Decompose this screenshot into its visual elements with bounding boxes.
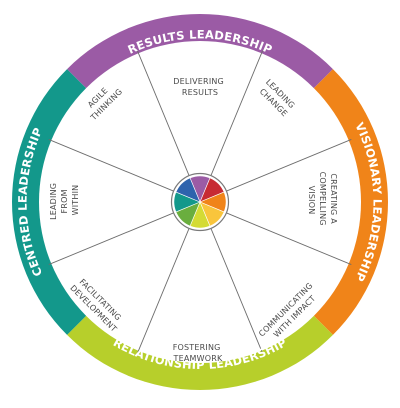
segment-label-delivering-results: DELIVERING RESULTS [173,77,226,97]
centred-leadership-band [12,69,87,335]
spoke-2 [223,138,352,193]
hub [170,172,230,232]
segment-label-compelling-vision: CREATING A COMPELLING VISION [307,172,338,229]
segment-label-leading-from-within: LEADING FROM WITHIN [49,180,80,220]
results-leadership-band [67,14,333,89]
spoke-3 [223,211,352,266]
spoke-5 [136,225,191,354]
spoke-7 [48,138,177,193]
spokes [48,50,352,354]
spoke-8 [136,50,191,179]
spoke-6 [48,211,177,266]
spoke-1 [209,50,264,179]
relationship-leadership-band [67,315,333,390]
visionary-leadership-band [313,69,388,335]
outer-ring [12,14,388,390]
spoke-4 [209,225,264,354]
hub-slice-agile-thinking [175,177,201,203]
segment-label-fostering-teamwork: FOSTERING TEAMWORK [173,343,224,363]
